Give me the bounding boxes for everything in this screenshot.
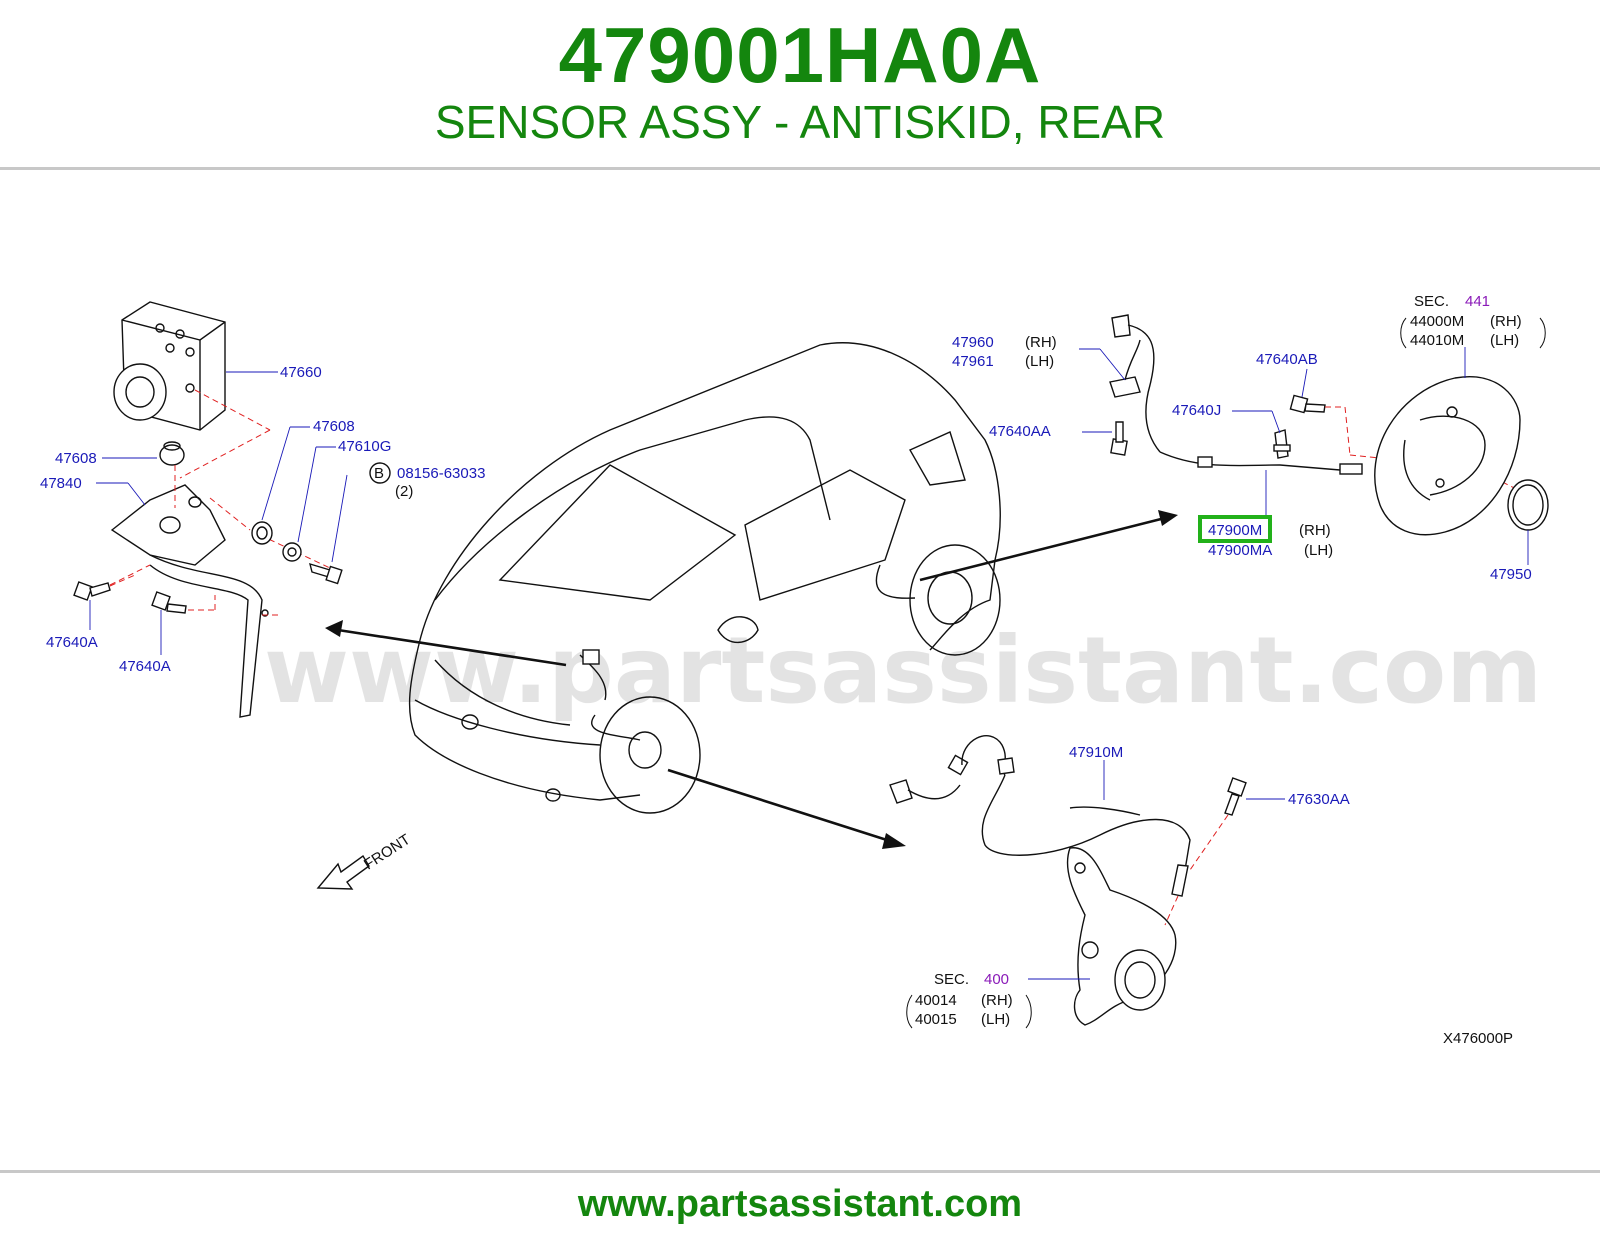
part-40015: 40015: [915, 1011, 957, 1028]
front-leader-lines: [1028, 760, 1285, 980]
sec-441-link[interactable]: 441: [1465, 293, 1490, 310]
abs-actuator-unit: [113, 301, 278, 431]
label-lh-47900MA: (LH): [1304, 542, 1333, 559]
bracket-paren-left-400: [906, 994, 913, 1029]
assembly-lines-front: [1164, 814, 1229, 926]
callout-47961[interactable]: 47961: [952, 353, 994, 370]
backing-plate: [1374, 347, 1521, 536]
bolt-47640A-left: [73, 574, 136, 630]
bolt-47640A-mid: [151, 591, 187, 655]
assembly-lines-left: [109, 389, 331, 616]
callout-47640A-left[interactable]: 47640A: [46, 634, 98, 651]
callout-47608-left[interactable]: 47608: [55, 450, 97, 467]
collar-47610G: [282, 446, 336, 562]
front-sensor-assembly: [889, 735, 1247, 1026]
footer-divider: [0, 1170, 1600, 1173]
bracket-paren-left: [1400, 317, 1407, 349]
callout-47640A-mid[interactable]: 47640A: [119, 658, 171, 675]
callout-47960[interactable]: 47960: [952, 334, 994, 351]
part-44010M: 44010M: [1410, 332, 1464, 349]
label-rh-40014: (RH): [981, 992, 1013, 1009]
callout-47640AA[interactable]: 47640AA: [989, 423, 1051, 440]
grommet-47608-left: [102, 441, 185, 466]
bracket-paren-right-400: [1025, 994, 1032, 1029]
sec-441-label: SEC.: [1414, 293, 1449, 310]
callout-47610G[interactable]: 47610G: [338, 438, 391, 455]
callout-47640AB[interactable]: 47640AB: [1256, 351, 1318, 368]
label-rh-47900M: (RH): [1299, 522, 1331, 539]
callout-47608-upper[interactable]: 47608: [313, 418, 355, 435]
label-lh-44010M: (LH): [1490, 332, 1519, 349]
part-44000M: 44000M: [1410, 313, 1464, 330]
part-number-title: 479001HA0A: [558, 11, 1042, 99]
bracket-47840: [96, 482, 269, 718]
label-rh-47960: (RH): [1025, 334, 1057, 351]
bolt-08156-63033: [309, 462, 391, 585]
quantity-2: (2): [395, 483, 413, 500]
diagram-code: X476000P: [1443, 1030, 1513, 1047]
label-rh-44000M: (RH): [1490, 313, 1522, 330]
part-40014: 40014: [915, 992, 957, 1009]
callout-47900MA[interactable]: 47900MA: [1208, 542, 1272, 559]
bracket-paren-right: [1539, 317, 1546, 349]
bolt-symbol: B: [374, 465, 384, 482]
label-lh-40015: (LH): [981, 1011, 1010, 1028]
seal-47950: [1507, 479, 1549, 565]
sec-400-link[interactable]: 400: [984, 971, 1009, 988]
part-description: SENSOR ASSY - ANTISKID, REAR: [434, 96, 1166, 148]
footer: www.partsassistant.com: [0, 1183, 1600, 1226]
footer-link[interactable]: www.partsassistant.com: [577, 1183, 1023, 1225]
pointer-arrows: [325, 510, 1178, 849]
header-divider: [0, 167, 1600, 170]
callout-47950[interactable]: 47950: [1490, 566, 1532, 583]
front-direction-indicator: FRONT: [316, 831, 414, 890]
callout-47630AA[interactable]: 47630AA: [1288, 791, 1350, 808]
watermark: www.partsassistant.com: [264, 617, 1542, 724]
highlight-box-47900M: [1198, 515, 1272, 543]
label-lh-47961: (LH): [1025, 353, 1054, 370]
front-label: FRONT: [361, 831, 414, 873]
sec-400-label: SEC.: [934, 971, 969, 988]
callout-47910M[interactable]: 47910M: [1069, 744, 1123, 761]
car-illustration: [408, 342, 1001, 814]
callout-08156-63033[interactable]: 08156-63033: [397, 465, 485, 482]
callout-47840[interactable]: 47840: [40, 475, 82, 492]
rear-leader-lines: [1079, 348, 1308, 518]
callout-47640J[interactable]: 47640J: [1172, 402, 1221, 419]
callout-47900M[interactable]: 47900M: [1208, 522, 1262, 539]
grommet-47608-upper: [251, 426, 310, 545]
callout-47660[interactable]: 47660: [280, 364, 322, 381]
rear-sensor-assembly: [1109, 314, 1363, 475]
